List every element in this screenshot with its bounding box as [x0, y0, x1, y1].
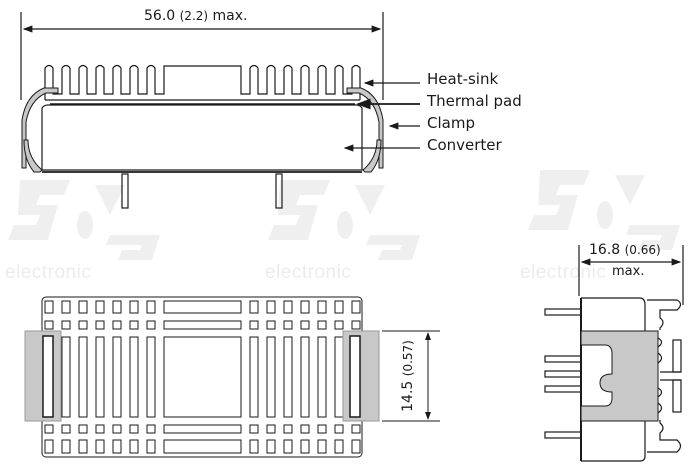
watermark-text: electronic: [520, 262, 607, 283]
dim-imperial: (0.66): [624, 243, 661, 257]
dim-suffix: max.: [212, 8, 248, 24]
end-view: [544, 245, 684, 462]
callout-heat-sink: Heat-sink: [427, 70, 499, 88]
depth-dimension-suffix: max.: [612, 264, 645, 279]
watermark-text: electronic: [5, 262, 92, 283]
watermark-text: electronic: [265, 262, 352, 283]
callout-thermal-pad: Thermal pad: [427, 92, 522, 110]
dim-value: 16.8: [589, 242, 621, 258]
callout-clamp: Clamp: [427, 114, 475, 132]
dim-imperial: (0.57): [400, 340, 415, 377]
side-view: [20, 12, 384, 209]
callout-converter: Converter: [427, 136, 502, 154]
dim-value: 56.0: [144, 8, 176, 24]
height-dimension: 14.5 (0.57): [400, 340, 416, 412]
width-dimension: 56.0 (2.2) max.: [144, 8, 247, 24]
dim-value: 14.5: [399, 380, 416, 412]
depth-dimension: 16.8 (0.66): [589, 242, 661, 258]
end-view-clamp: [580, 330, 659, 422]
dim-imperial: (2.2): [179, 9, 209, 23]
bottom-view: [24, 296, 440, 458]
